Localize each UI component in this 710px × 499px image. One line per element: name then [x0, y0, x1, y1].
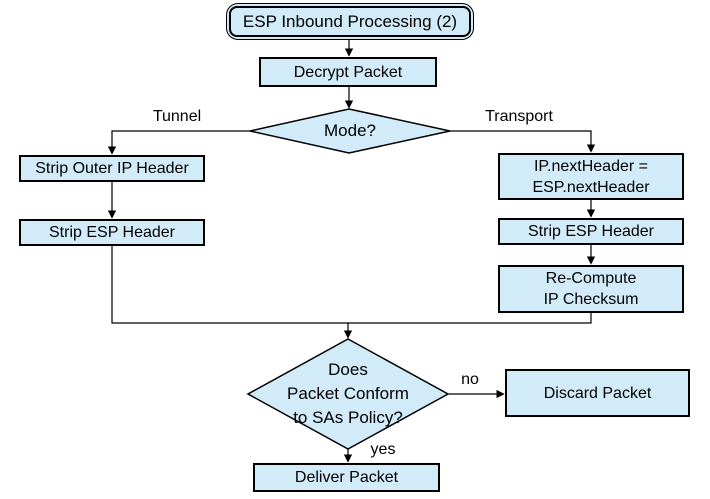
decision-mode-shape: [249, 108, 451, 154]
node-strip-outer-ip-header: Strip Outer IP Header: [19, 155, 205, 182]
node-strip-esp-header-transport: Strip ESP Header: [498, 218, 684, 245]
node-recompute-ip-checksum: Re-Compute IP Checksum: [498, 265, 684, 313]
decision-policy-conform-shape: [246, 338, 450, 450]
line-merge-transport-branch: [348, 313, 592, 324]
node-start-terminator: ESP Inbound Processing (2): [226, 3, 474, 40]
node-discard-packet: Discard Packet: [505, 369, 690, 417]
edge-label-yes: yes: [370, 441, 396, 458]
node-ip-nextheader-assign: IP.nextHeader = ESP.nextHeader: [498, 153, 684, 200]
edge-label-transport: Transport: [485, 108, 553, 125]
node-decrypt-packet: Decrypt Packet: [259, 57, 437, 87]
line-merge-tunnel-branch: [111, 246, 349, 324]
node-deliver-packet: Deliver Packet: [253, 463, 440, 492]
arrow-mode-to-strip-outer-tunnel: [107, 130, 250, 155]
arrow-mode-to-ipnextheader-transport: [450, 130, 596, 153]
node-strip-esp-header-tunnel: Strip ESP Header: [19, 219, 205, 246]
node-start-label: ESP Inbound Processing (2): [229, 6, 471, 37]
edge-label-tunnel: Tunnel: [152, 108, 202, 125]
edge-label-no: no: [461, 371, 479, 388]
